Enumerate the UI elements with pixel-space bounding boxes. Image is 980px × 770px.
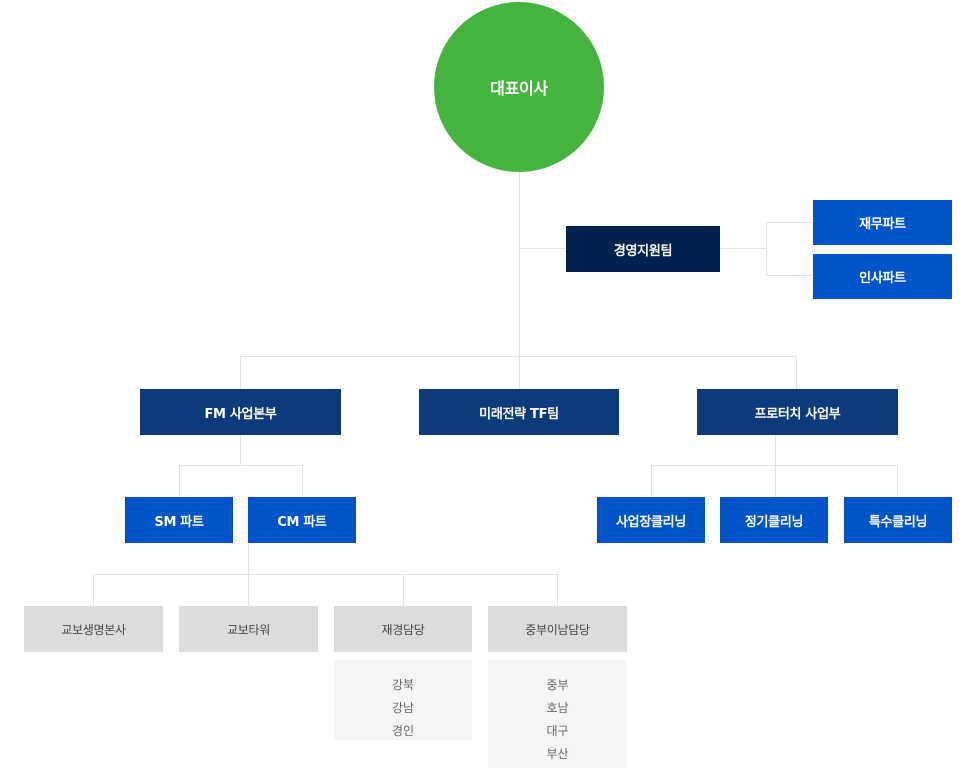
connector-finance [766,222,813,223]
connector-site2-drop [248,574,249,606]
sublist-item: 부산 [546,747,569,761]
connector-protouch-drop [796,356,797,390]
connector-protouch-parts-bar [651,465,898,466]
connector-site-clean-drop [651,465,652,498]
site-node-central-south: 중부이남담당 [488,606,627,652]
cm-part-node: CM 파트 [248,497,356,543]
connector-ceo-trunk [519,171,520,390]
sublist-item: 강남 [391,701,415,715]
sublist-item: 대구 [546,724,569,738]
connector-special-clean-drop [897,465,898,498]
site-node-kyobo-tower: 교보타워 [179,606,318,652]
site-node-kyobo-life-hq: 교보생명본사 [24,606,163,652]
connector-sm-drop [179,465,180,498]
special-cleaning-node: 특수클리닝 [844,497,952,543]
site-cleaning-node: 사업장클리닝 [597,497,705,543]
connector-fm-down [240,434,241,466]
connector-support-vertical [766,222,767,275]
connector-site4-drop [557,574,558,606]
sublist-item: 중부 [546,678,569,692]
sublist-item: 호남 [546,701,569,715]
connector-sites-bar [93,574,558,575]
connector-fm-drop [240,356,241,390]
hr-part-node: 인사파트 [813,254,952,299]
connector-hr [766,275,813,276]
connector-protouch-down [775,434,776,498]
capital-region-sublist: 강북 강남 경인 [334,660,472,740]
connector-division-bar [240,356,797,357]
finance-part-node: 재무파트 [813,200,952,245]
connector-parts-down [248,543,249,575]
connector-site1-drop [93,574,94,606]
sublist-item: 강북 [391,678,415,692]
connector-support-branch [519,248,566,249]
division-future-strategy-node: 미래전략 TF팀 [419,389,619,435]
division-protouch-node: 프로터치 사업부 [697,389,898,435]
connector-fm-parts-bar [179,465,302,466]
connector-site3-drop [403,574,404,606]
ceo-node: 대표이사 [434,2,604,172]
central-south-sublist: 중부 호남 대구 부산 [488,660,627,768]
connector-cm-drop [302,465,303,498]
sublist-item: 경인 [391,724,415,738]
connector-support-right [720,248,766,249]
site-node-capital-region: 재경담당 [334,606,472,652]
regular-cleaning-node: 정기클리닝 [720,497,828,543]
support-team-node: 경영지원팀 [566,226,720,272]
division-fm-node: FM 사업본부 [140,389,341,435]
sm-part-node: SM 파트 [125,497,233,543]
